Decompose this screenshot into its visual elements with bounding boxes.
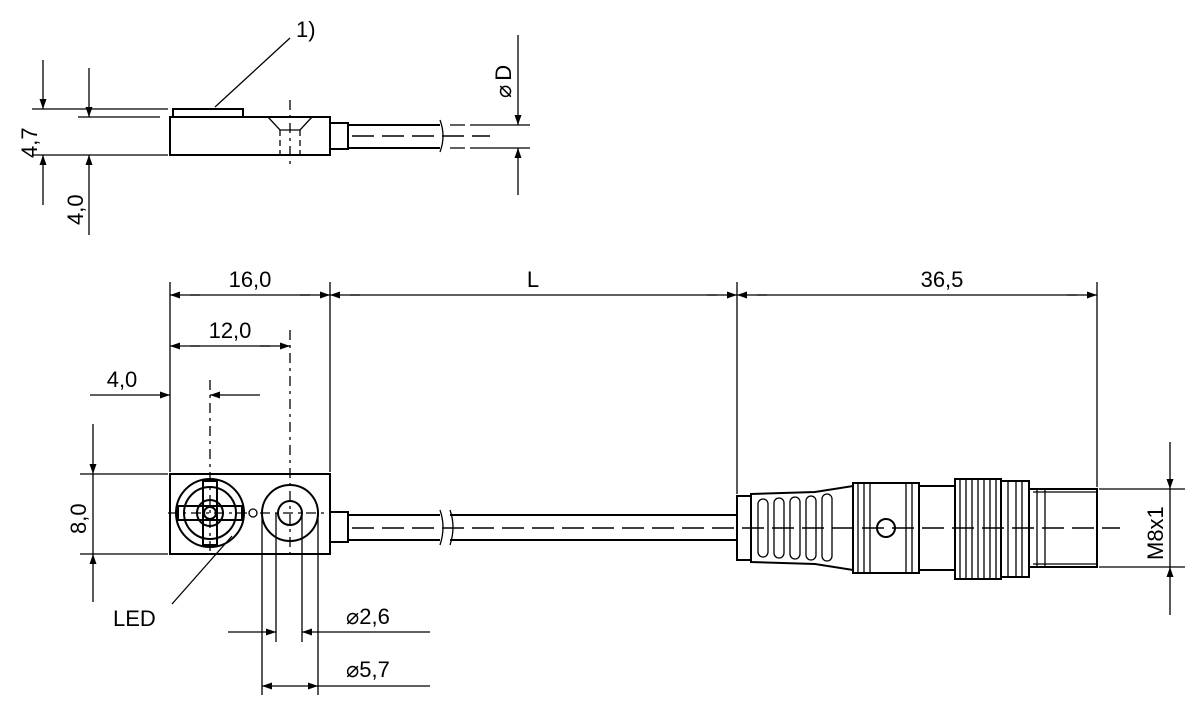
side-view-gland — [329, 122, 349, 150]
rib — [821, 493, 833, 562]
connector-coding-hole — [876, 518, 896, 538]
dim8-label: 8,0 — [66, 503, 91, 534]
diam-d-symbol: ⌀ — [491, 85, 516, 98]
side-view-cable-stub — [450, 124, 465, 149]
dim12-label: 12,0 — [209, 318, 252, 343]
note-leader-line — [214, 37, 291, 108]
led-indicator — [248, 508, 258, 518]
d57-symbol: ⌀ — [346, 657, 359, 682]
side-view-raised-cap — [172, 108, 244, 118]
side-view-slot-hidden — [279, 130, 301, 155]
m8-label: M8x1 — [1143, 506, 1168, 560]
led-leader-line — [171, 535, 233, 605]
diam-d-text: D — [491, 65, 516, 81]
connector-lock-ring — [1000, 480, 1030, 578]
d26-symbol: ⌀ — [346, 604, 359, 629]
h47-label: 4,7 — [17, 127, 42, 158]
connector-thread — [1028, 488, 1098, 568]
diam-d-label: ⌀D — [491, 65, 516, 98]
connector — [736, 478, 1098, 580]
rib — [789, 496, 801, 560]
rib — [757, 498, 769, 558]
dim365-label: 36,5 — [921, 267, 964, 292]
h40-label: 4,0 — [63, 194, 88, 225]
rib — [773, 497, 785, 559]
knurl-lines — [959, 479, 997, 579]
note-label: 1) — [296, 17, 316, 42]
rib — [805, 495, 817, 561]
d26-text: 2,6 — [359, 604, 390, 629]
led-label: LED — [113, 606, 156, 631]
dim4-label: 4,0 — [107, 367, 138, 392]
dim16-label: 16,0 — [229, 267, 272, 292]
top-view-gland — [329, 511, 349, 543]
d57-text: 5,7 — [359, 657, 390, 682]
d26-label: ⌀2,6 — [346, 604, 390, 629]
top-view: 16,0 L 36,5 12,0 4,0 8,0 LED — [66, 267, 1185, 695]
side-view: 1) ⌀D 4,7 4,0 — [17, 17, 530, 235]
dimL-label: L — [527, 267, 539, 292]
strain-relief-ribs — [757, 493, 833, 562]
d57-label: ⌀5,7 — [346, 657, 390, 682]
